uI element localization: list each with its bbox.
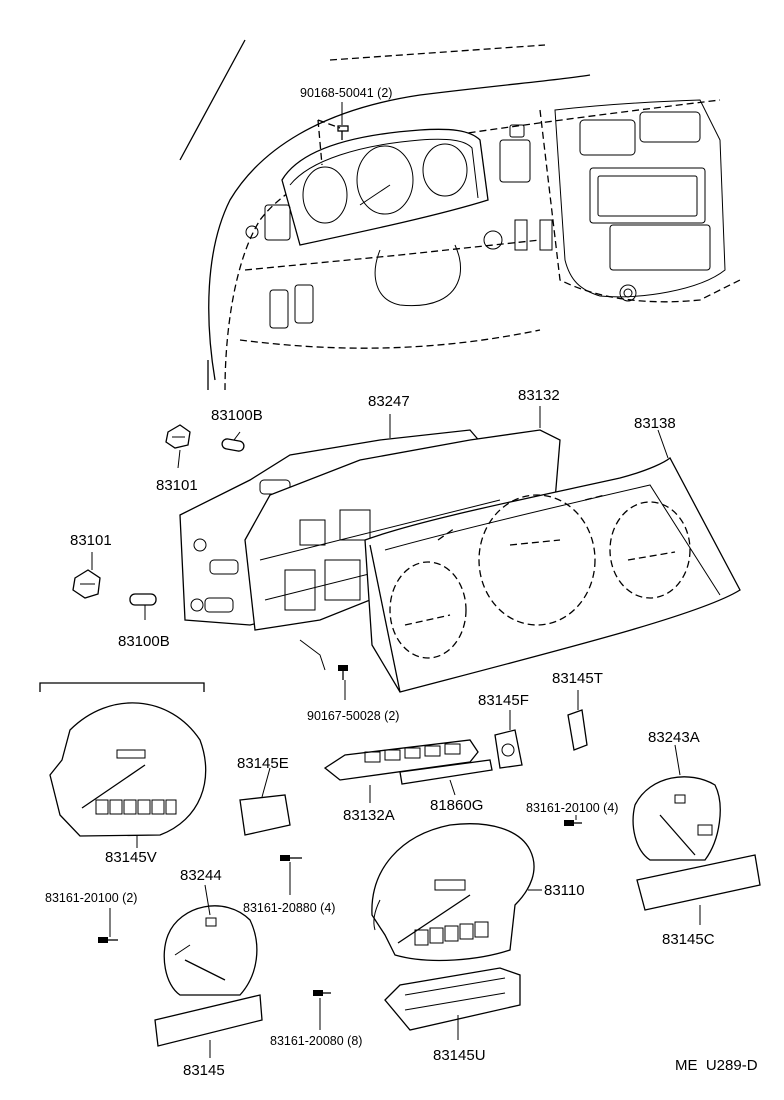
label-83100B-upper: 83100B xyxy=(211,407,263,424)
bulb-83100B-upper xyxy=(221,438,245,452)
screw-icon-mid xyxy=(338,665,348,680)
diagram-code: ME U289-D xyxy=(675,1057,758,1074)
tachometer-face-83145V xyxy=(49,702,207,837)
label-83145V: 83145V xyxy=(105,849,157,866)
label-83161-20100-left: 83161-20100 (2) xyxy=(45,891,137,905)
screw-icon-top xyxy=(337,125,349,140)
indicator-83145T xyxy=(567,709,588,751)
label-83161-20100-right: 83161-20100 (4) xyxy=(526,801,618,815)
leader-lines xyxy=(91,102,701,1058)
part-labels: 90168-50041 (2) 83100B 83247 83132 83138… xyxy=(45,86,758,1079)
label-90168-50041: 90168-50041 (2) xyxy=(300,86,392,100)
screw-icon-bottom xyxy=(313,990,331,996)
bulb-83100B-lower xyxy=(129,593,157,606)
screw-icon-right xyxy=(564,820,582,826)
label-83161-20880: 83161-20880 (4) xyxy=(243,901,335,915)
label-83247: 83247 xyxy=(368,393,410,410)
label-83145T: 83145T xyxy=(552,670,603,687)
label-81860G: 81860G xyxy=(430,797,483,814)
label-83145E: 83145E xyxy=(237,755,289,772)
bracket-83145V xyxy=(39,682,205,692)
screw-icon-left xyxy=(98,937,118,943)
face-plate-83145C xyxy=(636,854,761,911)
lens-81860G xyxy=(399,759,493,785)
label-83110: 83110 xyxy=(544,882,585,899)
dashboard-illustration xyxy=(179,39,741,391)
cluster-assembly-illustration xyxy=(179,429,741,693)
cover-83145U xyxy=(384,967,521,1031)
socket-83101-upper xyxy=(165,424,191,449)
label-83145C: 83145C xyxy=(662,931,715,948)
circuit-board-83132A xyxy=(323,739,479,781)
indicator-83145F xyxy=(494,729,523,769)
label-83138: 83138 xyxy=(634,415,676,432)
label-83101-lower: 83101 xyxy=(70,532,112,549)
speedometer-face-83110 xyxy=(371,823,535,962)
warning-plate-83145 xyxy=(154,994,263,1047)
cluster-in-dash xyxy=(245,128,489,246)
bulb-cover-83145E xyxy=(239,794,291,836)
label-83161-20080: 83161-20080 (8) xyxy=(270,1034,362,1048)
label-90167-50028: 90167-50028 (2) xyxy=(307,709,399,723)
label-83145U: 83145U xyxy=(433,1047,486,1064)
label-83243A: 83243A xyxy=(648,729,700,746)
label-83100B-lower: 83100B xyxy=(118,633,170,650)
screw-icon-center xyxy=(280,855,302,861)
label-83132A: 83132A xyxy=(343,807,395,824)
label-83132: 83132 xyxy=(518,387,560,404)
label-83244: 83244 xyxy=(180,867,222,884)
temp-gauge-83244 xyxy=(163,905,258,996)
label-83101-upper: 83101 xyxy=(156,477,198,494)
label-83145: 83145 xyxy=(183,1062,225,1079)
fuel-gauge-83243A xyxy=(632,776,721,861)
socket-83101-lower xyxy=(72,569,101,599)
label-83145F: 83145F xyxy=(478,692,529,709)
